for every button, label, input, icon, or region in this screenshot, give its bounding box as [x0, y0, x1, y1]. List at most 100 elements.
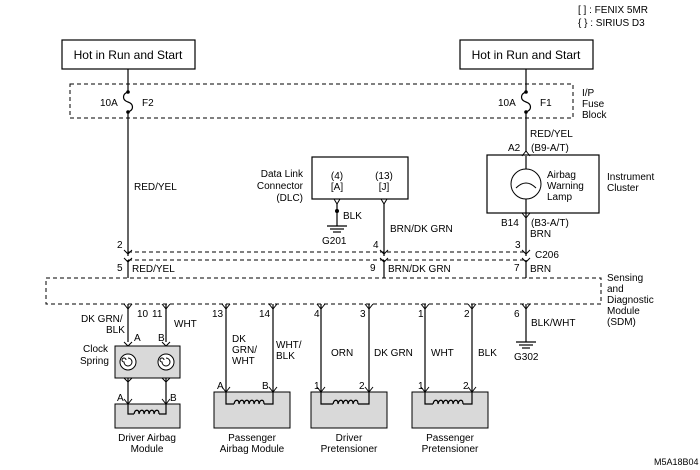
dlc-wire-brn: BRN/DK GRN: [390, 224, 453, 235]
c206-pin-5: 5: [117, 263, 123, 274]
wire-dk-grn-wht-3: WHT: [232, 356, 255, 367]
wire-dk-grn-wht-1: DK: [232, 334, 246, 345]
c206-pin-2: 2: [117, 240, 123, 251]
lamp-label-2: Warning: [547, 181, 584, 192]
c206-name: C206: [535, 250, 559, 261]
hot-label-left: Hot in Run and Start: [74, 48, 183, 62]
c206-pin-7: 7: [514, 263, 520, 274]
ground-g302: G302: [514, 352, 539, 363]
wire-wht: WHT: [431, 348, 454, 359]
wire-wht-blk-1: WHT/: [276, 340, 302, 351]
hot-label-right: Hot in Run and Start: [472, 48, 581, 62]
driver-pretensioner-label-1: Driver: [336, 433, 363, 444]
sdm-outline: [45, 277, 602, 305]
sdm-label-3: Diagnostic: [607, 295, 654, 306]
driver-airbag-label-1: Driver Airbag: [118, 433, 176, 444]
sdm-pin-10: 10: [137, 309, 149, 320]
dlc-pin-4b: [A]: [331, 182, 343, 193]
driver-airbag-label-2: Module: [131, 444, 164, 455]
passenger-pretensioner-label-1: Passenger: [426, 433, 474, 444]
dlc-pin-13: (13): [375, 171, 393, 182]
clock-spring-label-1: Clock: [83, 344, 109, 355]
legend-sirius: { } : SIRIUS D3: [578, 18, 645, 29]
sdm-pin-2: 2: [464, 309, 470, 320]
passenger-pretensioner-pin-1: 1: [418, 381, 424, 392]
fuse-f2-rating: 10A: [100, 98, 118, 109]
c206-pin-4: 4: [373, 240, 379, 251]
dlc-pin-4: (4): [331, 171, 343, 182]
passenger-pretensioner-label-2: Pretensioner: [422, 444, 479, 455]
sdm-pin-1: 1: [418, 309, 424, 320]
sdm-label-1: Sensing: [607, 273, 643, 284]
clock-spring-label-2: Spring: [80, 356, 109, 367]
passenger-airbag-pin-a: A: [217, 381, 224, 392]
sdm-pin-6: 6: [514, 309, 520, 320]
fuse-block-label-2: Fuse: [582, 99, 605, 110]
c206-pin-9: 9: [370, 263, 376, 274]
lamp-label-1: Airbag: [547, 170, 576, 181]
dlc-ground-g201: G201: [322, 236, 347, 247]
instrument-cluster-box: [486, 154, 600, 214]
fuse-f2-name: F2: [142, 98, 154, 109]
cluster-conn-b14: (B3-A/T): [531, 218, 569, 229]
c206-wire-brn-dk: BRN/DK GRN: [388, 264, 451, 275]
driver-airbag-pin-a: A: [117, 393, 124, 404]
dlc-label-1: Data Link: [261, 169, 304, 180]
dlc-label-2: Connector: [257, 181, 304, 192]
cluster-pin-b14: B14: [501, 218, 519, 229]
driver-airbag-module: [114, 403, 181, 429]
driver-airbag-pin-b: B: [170, 393, 177, 404]
hot-box-left: [61, 39, 196, 70]
wire-dk-grn-wht-2: GRN/: [232, 345, 257, 356]
sdm-label-5: (SDM): [607, 317, 636, 328]
passenger-airbag-pin-b: B: [262, 381, 269, 392]
sdm-pin-14: 14: [259, 309, 271, 320]
fuse-f1-rating: 10A: [498, 98, 516, 109]
sdm-label-4: Module: [607, 306, 640, 317]
sdm-pin-13: 13: [212, 309, 224, 320]
fuse-f1-symbol: [520, 91, 532, 113]
sdm-pin-11: 11: [152, 309, 163, 320]
wire-dk-grn: DK GRN: [374, 348, 413, 359]
figure-code: M5A18B04: [654, 457, 699, 467]
fuse-block-outline: [69, 83, 574, 119]
sdm-pin-wires: [127, 304, 527, 392]
driver-pretensioner-label-2: Pretensioner: [321, 444, 378, 455]
passenger-airbag-label-1: Passenger: [228, 433, 276, 444]
fuse-block-label-3: Block: [582, 110, 607, 121]
wire-wht-blk-2: BLK: [276, 351, 295, 362]
cluster-pin-a2: A2: [508, 143, 521, 154]
driver-pretensioner-pin-1: 1: [314, 381, 320, 392]
dlc-label-3: (DLC): [276, 193, 303, 204]
fuse-f1-name: F1: [540, 98, 552, 109]
clock-spring-pin-a-top: A: [134, 333, 141, 344]
sdm-pin-4: 4: [314, 309, 320, 320]
wire-wht-top: WHT: [174, 319, 197, 330]
cluster-conn-a2: (B9-A/T): [531, 143, 569, 154]
wire-dk-grn-blk-1: DK GRN/: [81, 314, 123, 325]
fuse-f2-symbol: [122, 91, 134, 113]
dlc-wire-blk: BLK: [343, 211, 362, 222]
passenger-pretensioner-pin-2: 2: [463, 381, 469, 392]
passenger-pretensioner: [411, 391, 489, 429]
wire-right-red-yel: RED/YEL: [530, 129, 573, 140]
sdm-label-2: and: [607, 284, 624, 295]
wire-dk-grn-blk-2: BLK: [106, 325, 125, 336]
cluster-label-2: Cluster: [607, 183, 639, 194]
cluster-wire-brn: BRN: [530, 229, 551, 240]
cluster-label-1: Instrument: [607, 172, 654, 183]
sdm-pin-3: 3: [360, 309, 366, 320]
c206-wire-brn: BRN: [530, 264, 551, 275]
hot-box-right: [459, 39, 594, 70]
clock-spring-pin-b-top: B: [158, 333, 165, 344]
passenger-airbag-label-2: Airbag Module: [220, 444, 285, 455]
c206-pin-3: 3: [515, 240, 521, 251]
c206-wire-red-yel: RED/YEL: [132, 264, 175, 275]
legend-fenix: [ ] : FENIX 5MR: [578, 5, 648, 16]
driver-pretensioner: [310, 391, 388, 429]
passenger-airbag-module: [213, 391, 291, 429]
wire-blk: BLK: [478, 348, 497, 359]
lamp-label-3: Lamp: [547, 192, 572, 203]
wire-orn: ORN: [331, 348, 353, 359]
